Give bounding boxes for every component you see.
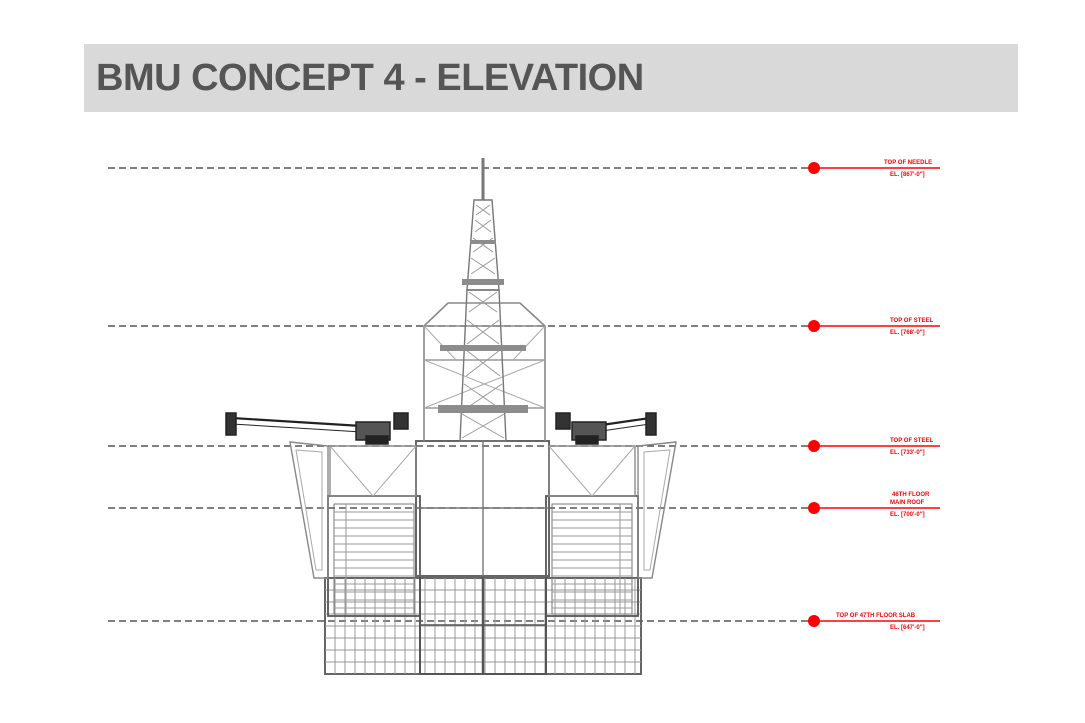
level-label-line: 46TH FLOOR [892,492,930,498]
level-label-line: TOP OF NEEDLE [884,160,932,166]
level-label-line: MAIN ROOF [890,500,925,506]
left-bmu-arm [225,412,409,445]
title-bar: BMU CONCEPT 4 - ELEVATION [84,44,1018,112]
level-marker-top-of-steel-upper: TOP OF STEEL EL. [768'-0"] [808,318,940,336]
level-elevation: EL. [647'-0"] [890,625,925,631]
level-label-line: TOP OF STEEL [890,438,933,444]
left-louver-block [327,495,421,617]
right-bmu-arm [555,412,657,445]
level-label-line: TOP OF 47TH FLOOR SLAB [836,613,916,619]
building-structure [225,158,677,675]
page-title: BMU CONCEPT 4 - ELEVATION [96,57,644,99]
level-marker-top-of-slab: TOP OF 47TH FLOOR SLAB EL. [647'-0"] [808,613,940,631]
central-core [415,440,550,577]
level-marker-floor-roof: 46TH FLOOR MAIN ROOF EL. [700'-0"] [808,492,940,518]
level-elevation: EL. [867'-0"] [890,172,925,178]
mast-frame [423,302,546,441]
right-louver-block [545,495,639,617]
lattice-needle [438,158,528,442]
level-elevation: EL. [768'-0"] [890,330,925,336]
level-elevation: EL. [700'-0"] [890,512,925,518]
level-reference-lines [108,167,808,622]
upper-side-frames [289,441,677,579]
level-label-line: TOP OF STEEL [890,318,933,324]
level-marker-top-of-steel-lower: TOP OF STEEL EL. [733'-0"] [808,438,940,456]
level-elevation: EL. [733'-0"] [890,450,925,456]
lower-grid [324,575,642,675]
level-marker-top-of-needle: TOP OF NEEDLE EL. [867'-0"] [808,160,940,178]
